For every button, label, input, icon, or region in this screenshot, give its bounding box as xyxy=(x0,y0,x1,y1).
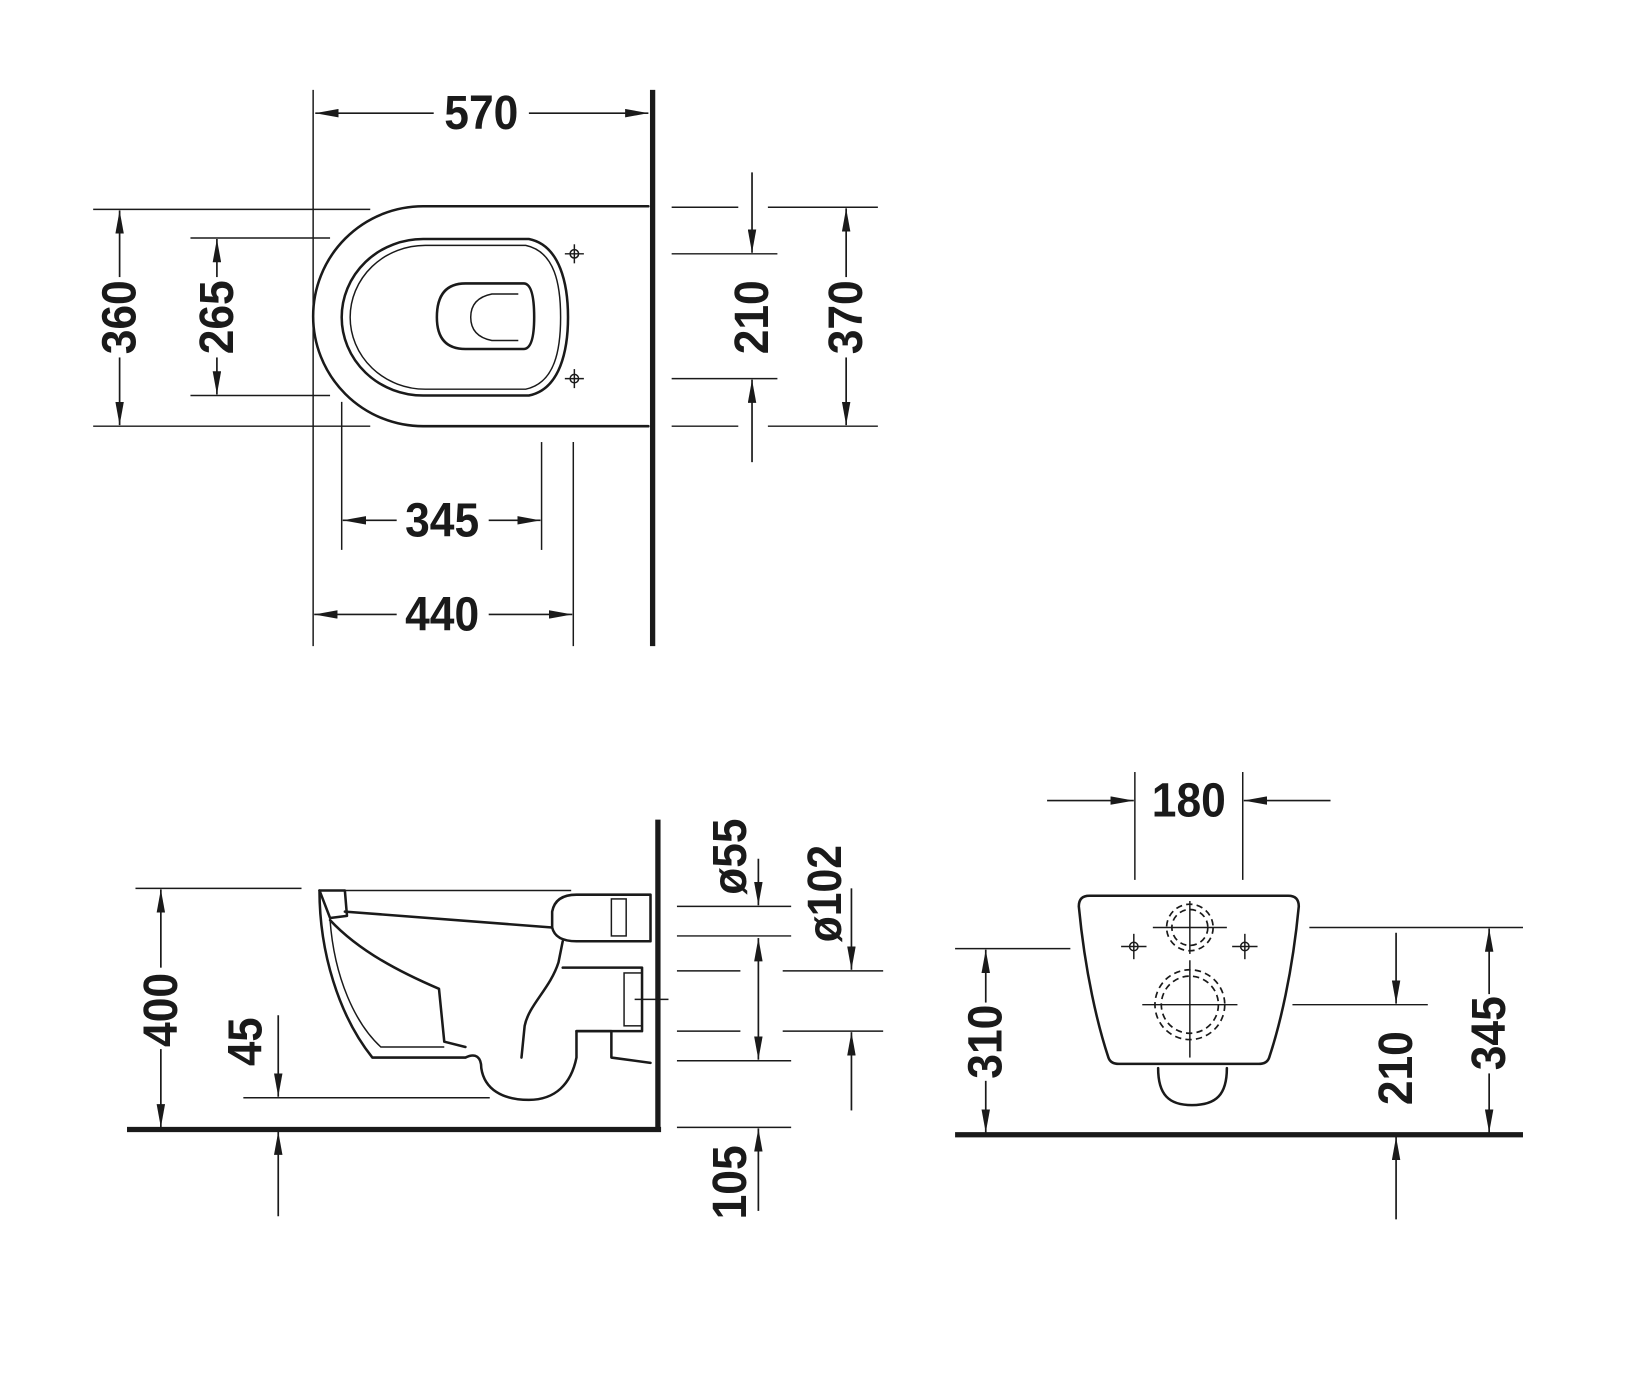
dimension-label: 210 xyxy=(725,280,779,354)
dimension-label: 400 xyxy=(134,973,188,1047)
inlet-connection xyxy=(610,898,627,937)
dimension-fixing-spacing: 210 xyxy=(671,172,779,463)
dimension-inlet-diameter: ø55 xyxy=(676,819,792,937)
seat-front xyxy=(318,889,349,920)
dimension-depth: 45 xyxy=(218,1015,490,1217)
fixing-point-left xyxy=(1121,933,1147,960)
plan-view: 570 360 265 210 xyxy=(93,86,878,647)
front-view: 180 310 210 345 xyxy=(955,772,1523,1220)
outlet-block xyxy=(561,966,644,1033)
bowl-outer-profile xyxy=(318,889,652,1102)
dimension-opening-length: 345 xyxy=(340,401,543,550)
trap-bottom-outline xyxy=(1156,1066,1229,1107)
rear-block xyxy=(550,893,652,943)
dimension-outlet-height: 210 xyxy=(1292,932,1428,1220)
dimension-wall-width: 370 xyxy=(671,206,878,427)
dimension-label: 345 xyxy=(405,493,479,547)
outlet-inner xyxy=(469,293,519,342)
outlet-opening xyxy=(435,282,536,351)
dimension-projection: 440 xyxy=(314,442,575,647)
dimension-label: 440 xyxy=(405,587,479,641)
dimension-seat-opening-width: 265 xyxy=(190,237,331,397)
dimension-outlet-height: 105 xyxy=(676,1126,792,1219)
dimension-outlet-diameter: ø102 xyxy=(676,845,884,1111)
bowl-inner-thickness xyxy=(329,920,445,1048)
fixing-point-right xyxy=(1232,933,1258,960)
dimension-height: 400 xyxy=(134,887,302,1128)
dimension-overall-length: 570 xyxy=(312,86,649,647)
dimension-label: 180 xyxy=(1152,774,1226,828)
side-view: 400 45 ø55 ø102 xyxy=(127,819,884,1219)
dimension-label: ø102 xyxy=(798,845,852,942)
dimension-label: 360 xyxy=(93,280,147,354)
seat-underside xyxy=(343,910,554,929)
dimension-bowl-width: 360 xyxy=(93,208,371,427)
dimension-label: 345 xyxy=(1462,996,1516,1070)
trap-inner-profile xyxy=(520,939,564,1059)
dimension-spacing: 180 xyxy=(1047,772,1331,880)
dimension-label: 310 xyxy=(959,1005,1013,1079)
outlet-opening xyxy=(1142,960,1238,1058)
bowl-front-outline xyxy=(1077,894,1301,1066)
dimension-label: 45 xyxy=(218,1017,272,1066)
seat-outline xyxy=(340,237,570,397)
fixing-point-bottom xyxy=(564,369,584,389)
dimension-label: 370 xyxy=(819,280,873,354)
dimension-label: 105 xyxy=(703,1145,757,1219)
dimension-inlet-outlet-spacing xyxy=(676,938,792,1062)
dimension-label: 265 xyxy=(190,280,244,354)
inlet-opening xyxy=(1152,901,1227,954)
dimension-fixing-height: 310 xyxy=(955,947,1071,1133)
dimension-label: 210 xyxy=(1369,1031,1423,1105)
bowl-inner-profile xyxy=(328,918,467,1049)
dimension-label: 570 xyxy=(444,86,518,140)
dimension-label: ø55 xyxy=(703,819,757,895)
seat-inner-outline xyxy=(349,244,562,390)
dimension-inlet-height: 345 xyxy=(1309,926,1523,1133)
fixing-point-top xyxy=(564,244,584,264)
